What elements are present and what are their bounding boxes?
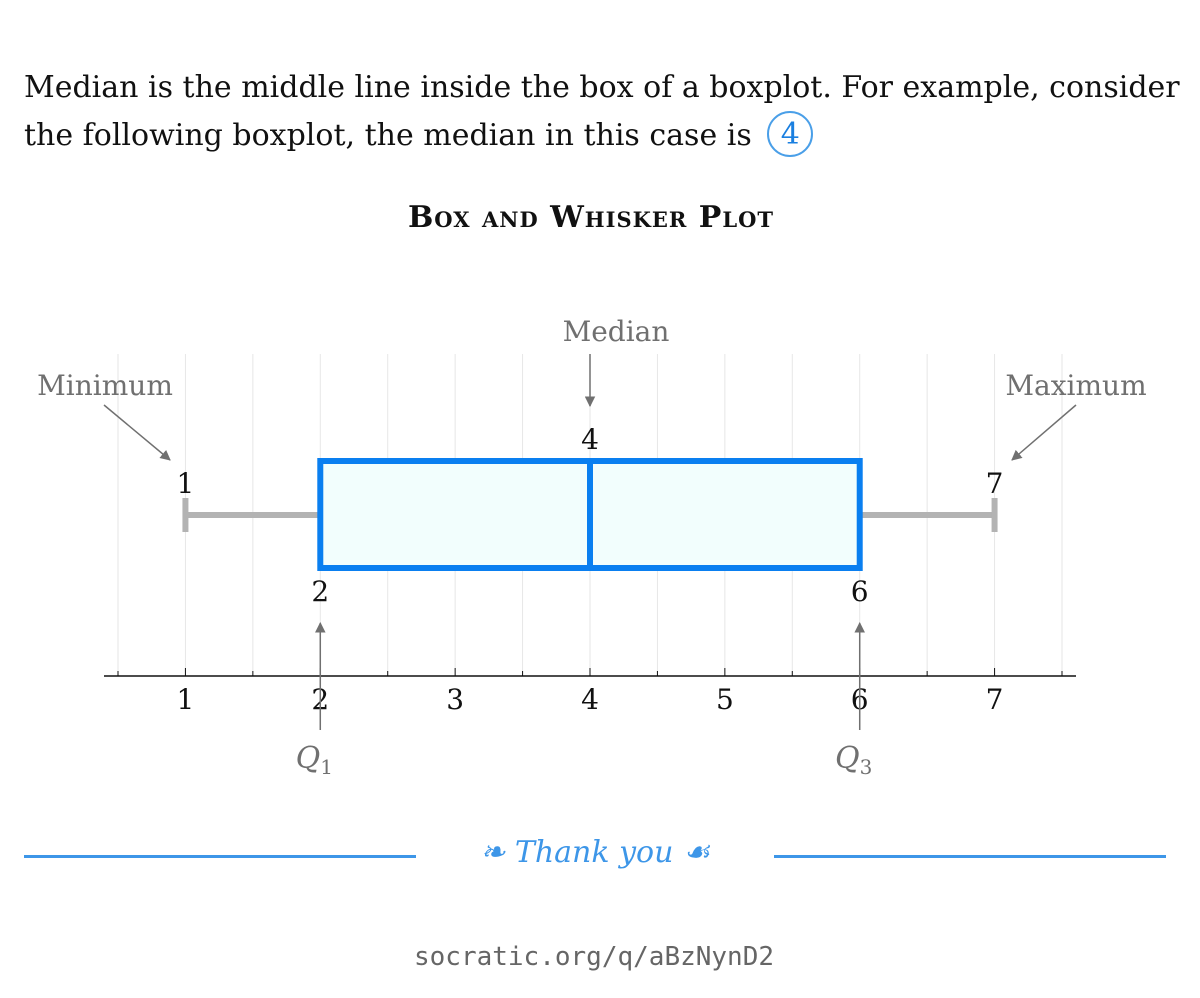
minimum-annotation: Minimum	[37, 369, 173, 402]
thank-you-text: Thank you	[514, 835, 674, 870]
plot-area	[182, 458, 998, 571]
q1-annotation: Q1	[296, 741, 333, 779]
median-value-label: 4	[581, 423, 599, 456]
q3-value-label: 6	[851, 575, 869, 608]
minimum-arrow	[103, 404, 171, 461]
intro-text: Median is the middle line inside the box…	[24, 70, 1180, 153]
median-annotation: Median	[563, 315, 670, 348]
ornament-right-icon: ☙	[682, 835, 710, 870]
x-tick-label: 5	[716, 683, 734, 716]
source-url: socratic.org/q/aBzNynD2	[413, 942, 775, 972]
divider-right	[774, 855, 1166, 858]
divider-left	[24, 855, 416, 858]
x-tick-label: 4	[581, 683, 599, 716]
x-tick-label: 1	[177, 683, 195, 716]
q1-value-label: 2	[311, 575, 329, 608]
answer-badge: 4	[767, 111, 814, 157]
q3-annotation: Q3	[835, 741, 872, 779]
minimum-value-label: 1	[177, 467, 195, 500]
chart-title: Box and Whisker Plot	[407, 200, 775, 235]
intro-paragraph: Median is the middle line inside the box…	[24, 64, 1184, 160]
maximum-arrow	[1011, 404, 1077, 461]
x-tick-label: 7	[986, 683, 1004, 716]
maximum-value-label: 7	[986, 467, 1004, 500]
ornament-left-icon: ❧	[480, 835, 506, 870]
thank-you: ❧ Thank you ☙	[420, 835, 770, 870]
maximum-annotation: Maximum	[1005, 369, 1146, 402]
x-tick-label: 3	[446, 683, 464, 716]
